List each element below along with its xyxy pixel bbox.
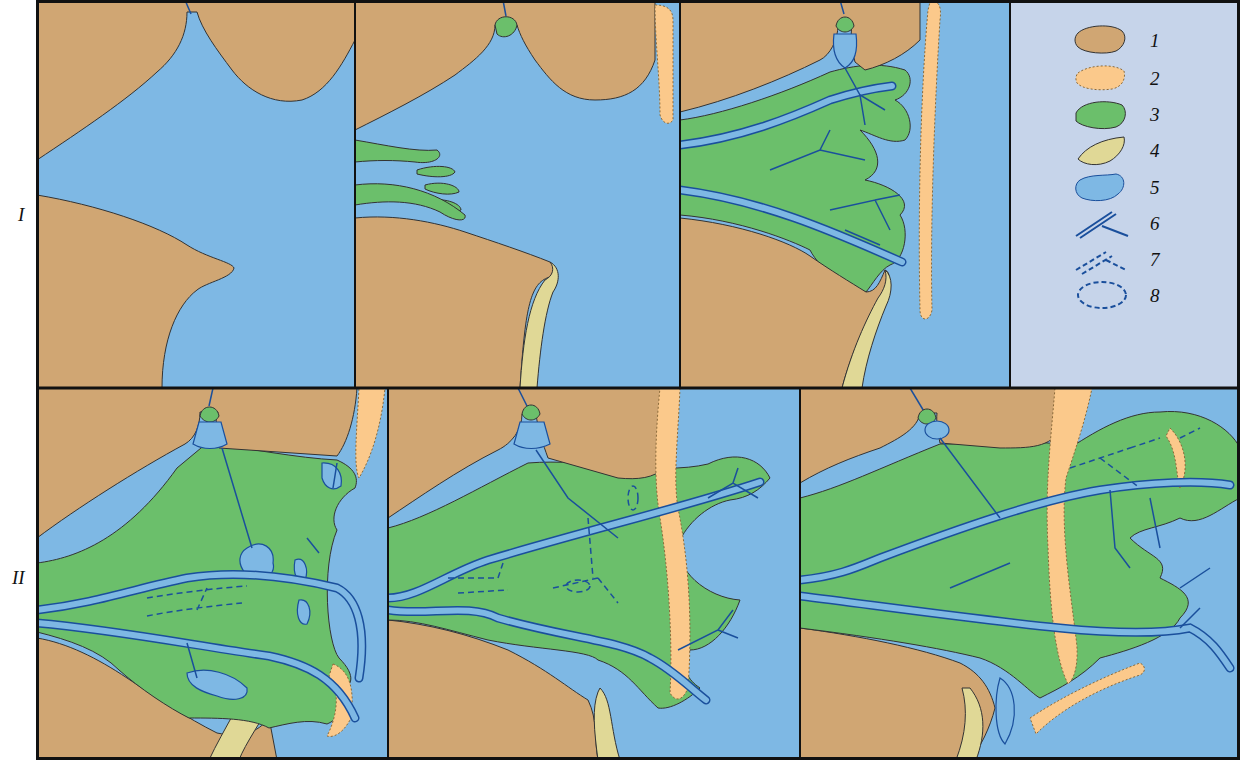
frame-line: [37, 387, 1240, 390]
land-area: [37, 388, 357, 538]
land-area: [388, 388, 664, 518]
channel: [37, 623, 355, 718]
stream: [770, 68, 900, 245]
legend-swatch: [1072, 61, 1132, 95]
sand-bar: [1030, 663, 1145, 734]
stage-panel: [680, 0, 941, 388]
land-area: [800, 388, 1062, 483]
legend-number: 5: [1150, 178, 1160, 197]
stage-panel: [355, 0, 673, 388]
abandoned-channel: [448, 518, 618, 603]
swatch-shape: [1075, 26, 1125, 53]
frame-line: [38, 2, 1239, 759]
stage-panel: [388, 388, 770, 760]
sand-bar: [356, 388, 385, 478]
panel-frame: [37, 0, 1240, 760]
stage-label: II: [12, 568, 25, 587]
stream: [209, 388, 213, 406]
delta-plain: [355, 184, 465, 220]
channel: [388, 610, 706, 700]
legend-number: 6: [1150, 214, 1160, 233]
stage-panel: [800, 388, 1240, 760]
swatch-shape: [1076, 174, 1124, 201]
channel: [388, 482, 760, 598]
land-area: [680, 0, 920, 112]
swatch-shape: [1078, 137, 1124, 165]
frame-line: [799, 388, 801, 760]
stage-panel: [37, 388, 385, 760]
sand-bar: [655, 5, 673, 123]
frame-line: [387, 388, 389, 760]
abandoned-channel: [1070, 428, 1200, 488]
legend-number: 4: [1150, 141, 1160, 160]
delta-plain: [425, 183, 459, 194]
beach-strip: [520, 262, 558, 388]
stream: [518, 388, 528, 408]
legend-number: 1: [1150, 31, 1160, 50]
swatch-line: [1076, 212, 1116, 238]
delta-plain: [495, 17, 517, 37]
swatch-line: [1078, 282, 1126, 308]
legend-swatch: [1072, 170, 1132, 204]
sand-bar: [919, 2, 940, 319]
legend-swatch: [1072, 97, 1132, 131]
legend-panel: [1010, 0, 1240, 388]
stream: [536, 450, 758, 650]
legend-swatch: [1072, 23, 1132, 57]
lake: [297, 600, 309, 624]
lake: [193, 422, 227, 449]
legend-number: 2: [1150, 69, 1160, 88]
beach-strip: [842, 270, 891, 388]
channel: [800, 482, 1230, 580]
channel: [800, 596, 1230, 668]
channel: [37, 623, 355, 718]
delta-plain: [836, 17, 854, 32]
channel: [388, 482, 760, 598]
swatch-line: [1102, 226, 1128, 236]
lake: [514, 422, 550, 449]
channel: [388, 610, 706, 700]
lake: [925, 421, 949, 439]
abandoned-channel: [628, 486, 638, 510]
abandoned-channel: [147, 586, 247, 616]
beach-strip: [594, 688, 620, 760]
land-area: [37, 195, 234, 388]
stream: [187, 448, 337, 678]
delta-plain: [355, 140, 440, 163]
stage-panel: [37, 0, 355, 388]
delta-plain: [522, 405, 540, 420]
swatch-line: [1076, 252, 1126, 274]
legend-swatch: [1072, 206, 1132, 240]
delta-plain: [800, 411, 1240, 698]
legend-swatch: [1072, 242, 1132, 276]
delta-plain: [417, 166, 455, 176]
sand-bar: [1047, 388, 1092, 684]
channel: [800, 482, 1230, 580]
land-area: [355, 0, 655, 130]
frame-line: [354, 0, 356, 388]
legend-number: 8: [1150, 286, 1160, 305]
legend-swatch: [1072, 133, 1132, 167]
swatch-shape: [1076, 102, 1125, 129]
legend-number: 3: [1150, 105, 1160, 124]
lake: [322, 463, 341, 489]
sea: [37, 0, 1240, 760]
legend-number: 7: [1150, 250, 1160, 269]
lake: [996, 678, 1014, 744]
beach-strip: [956, 688, 983, 760]
frame-line: [679, 0, 681, 388]
delta-plain: [200, 407, 219, 422]
legend-swatch: [1072, 278, 1132, 312]
lake: [833, 34, 856, 68]
abandoned-channel: [566, 580, 590, 592]
channel: [800, 596, 1230, 668]
sand-bar: [656, 388, 690, 699]
frame-line: [1009, 0, 1011, 388]
swatch-shape: [1076, 66, 1125, 90]
stage-label: I: [18, 205, 24, 224]
land-area: [37, 0, 355, 160]
